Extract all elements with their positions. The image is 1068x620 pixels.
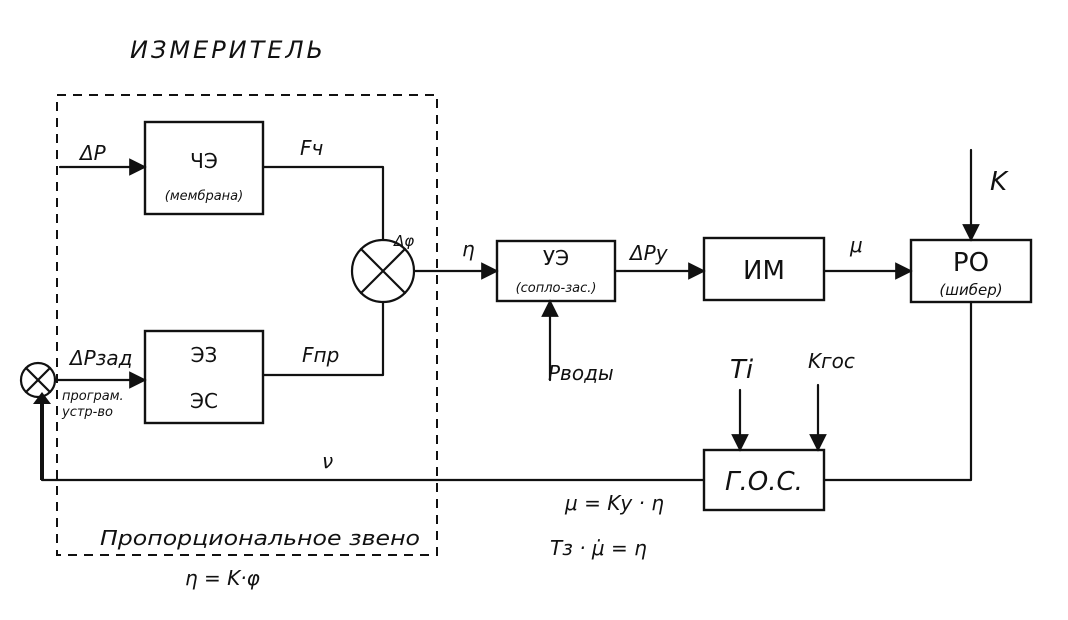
k-label: K	[990, 167, 1009, 197]
ti-label: Ti	[730, 355, 754, 385]
pvody-label: Pводы	[548, 361, 614, 385]
regulating-body-block: РО (шибер)	[909, 238, 1033, 304]
regulating-body-sublabel: (шибер)	[939, 281, 1002, 299]
amplifying-element-sublabel: (сопло-зас.)	[516, 281, 597, 296]
setpoint-element-block: ЭЗ ЭС	[143, 329, 265, 425]
setpoint-element-label-top: ЭЗ	[191, 343, 218, 367]
measurer-title: ИЗМЕРИТЕЛЬ	[130, 36, 326, 64]
nu-label: ν	[322, 449, 333, 473]
pzad-label: ΔPзад	[68, 346, 132, 370]
setpoint-element-label-bottom: ЭС	[190, 389, 218, 413]
actuator-formula: μ = Kу · η	[564, 491, 664, 515]
delta-phi-label: Δφ	[393, 232, 414, 250]
kgos-label: Kгос	[808, 349, 855, 373]
amplifying-element-label: УЭ	[543, 246, 569, 270]
actuator-label: ИМ	[743, 256, 785, 286]
feedback-block: Г.О.С.	[702, 448, 826, 512]
program-summing-junction	[19, 361, 57, 399]
fpr-line	[261, 300, 385, 377]
eta-label: η	[462, 237, 475, 261]
fpr-label: Fпр	[302, 343, 339, 367]
mu-label: μ	[849, 233, 863, 257]
prog-device-label-line2: устр-во	[61, 405, 113, 420]
proportional-link-formula: η = K·φ	[185, 566, 260, 590]
amplifying-element-block: УЭ (сопло-зас.)	[495, 239, 617, 303]
prog-device-label-line1: програм.	[62, 389, 124, 404]
sensing-element-label: ЧЭ	[190, 149, 218, 173]
feedback-label: Г.О.С.	[725, 467, 803, 497]
sensing-element-block: ЧЭ (мембрана)	[143, 120, 265, 216]
fc-label: Fч	[300, 136, 324, 160]
fc-line	[261, 165, 385, 242]
sensing-element-sublabel: (мембрана)	[165, 189, 243, 204]
actuator-block: ИМ	[702, 236, 826, 302]
proportional-link-caption: Пропорциональное звено	[100, 526, 420, 550]
dp-label: ΔP	[78, 141, 107, 165]
feedback-return-arrowhead	[33, 392, 51, 404]
regulating-body-label: РО	[953, 248, 989, 278]
time-constant-formula: Tз · μ̇ = η	[550, 536, 647, 560]
dpy-label: ΔPу	[628, 241, 669, 265]
ro-to-gos-line	[822, 300, 973, 482]
measurer-boundary	[56, 94, 438, 556]
